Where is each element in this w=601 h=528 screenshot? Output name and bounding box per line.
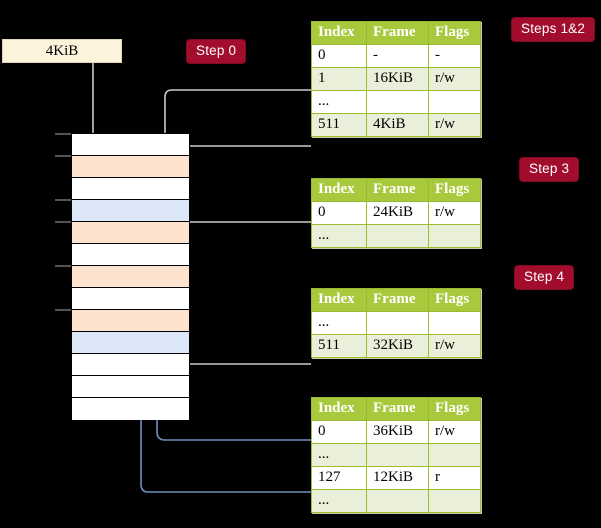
cell-index: 0: [311, 201, 367, 225]
page-table-level1: Index Frame Flags 0 36KiB r/w ... 127 12…: [311, 397, 481, 513]
cell-flags: r/w: [428, 67, 481, 91]
table-row: 127 12KiB r: [311, 466, 481, 490]
memory-row: [72, 222, 189, 244]
cell-frame: 24KiB: [366, 201, 429, 225]
memory-row: [72, 310, 189, 332]
cell-frame: [366, 311, 429, 335]
cell-index: ...: [311, 443, 367, 467]
column-header-index: Index: [311, 288, 367, 312]
badge-steps1-2: Steps 1&2: [512, 18, 595, 41]
cell-flags: r/w: [428, 201, 481, 225]
column-header-flags: Flags: [428, 21, 481, 45]
table-row: ...: [311, 311, 481, 335]
memory-tick: [55, 309, 71, 311]
memory-tick: [55, 221, 71, 223]
memory-row: [72, 398, 189, 420]
table-row: ...: [311, 224, 481, 248]
cell-index: ...: [311, 224, 367, 248]
table-row-highlighted: 511 4KiB r/w: [311, 113, 481, 137]
cell-flags: [428, 224, 481, 248]
page-table-level3: Index Frame Flags 0 24KiB r/w ...: [311, 178, 481, 248]
memory-row: [72, 156, 189, 178]
cell-frame: -: [366, 44, 429, 68]
cell-flags: [428, 311, 481, 335]
table-row: 1 16KiB r/w: [311, 67, 481, 91]
cell-flags: r: [428, 466, 481, 490]
cell-flags: [428, 489, 481, 513]
cell-flags: r/w: [428, 334, 481, 358]
cell-index: 0: [311, 44, 367, 68]
table-row: 0 36KiB r/w: [311, 420, 481, 444]
badge-step0: Step 0: [187, 40, 246, 63]
cell-flags: -: [428, 44, 481, 68]
cell-flags: r/w: [428, 113, 481, 137]
page-table-level4: Index Frame Flags 0 - - 1 16KiB r/w ...: [311, 21, 481, 137]
cell-index: 0: [311, 420, 367, 444]
badge-step3: Step 3: [520, 158, 579, 181]
cell-flags: r/w: [428, 420, 481, 444]
cell-frame: 12KiB: [366, 466, 429, 490]
memory-row: [72, 200, 189, 222]
column-header-index: Index: [311, 178, 367, 202]
table-header-row: Index Frame Flags: [311, 178, 481, 202]
memory-tick: [55, 265, 71, 267]
memory-row: [72, 288, 189, 310]
cell-flags: [428, 443, 481, 467]
cell-frame: [366, 90, 429, 114]
table-header-row: Index Frame Flags: [311, 288, 481, 312]
table-row: ...: [311, 489, 481, 513]
table-header-row: Index Frame Flags: [311, 21, 481, 45]
memory-row: [72, 178, 189, 200]
column-header-frame: Frame: [366, 288, 429, 312]
cell-index: 127: [311, 466, 367, 490]
memory-row: [72, 332, 189, 354]
cell-index: ...: [311, 311, 367, 335]
column-header-index: Index: [311, 21, 367, 45]
memory-row: [72, 244, 189, 266]
memory-row: [72, 354, 189, 376]
cell-index: ...: [311, 489, 367, 513]
column-header-flags: Flags: [428, 178, 481, 202]
memory-tick: [55, 199, 71, 201]
cell-frame: 4KiB: [366, 113, 429, 137]
table-row: 0 - -: [311, 44, 481, 68]
column-header-frame: Frame: [366, 397, 429, 421]
badge-step4: Step 4: [515, 266, 574, 289]
cell-frame: [366, 224, 429, 248]
memory-tick: [55, 155, 71, 157]
table-row: ...: [311, 443, 481, 467]
column-header-flags: Flags: [428, 288, 481, 312]
cell-index: ...: [311, 90, 367, 114]
table-header-row: Index Frame Flags: [311, 397, 481, 421]
cell-frame: [366, 489, 429, 513]
physical-memory-column: [71, 133, 190, 420]
column-header-frame: Frame: [366, 21, 429, 45]
cell-index: 1: [311, 67, 367, 91]
page-table-level2: Index Frame Flags ... 511 32KiB r/w: [311, 288, 481, 358]
column-header-flags: Flags: [428, 397, 481, 421]
column-header-frame: Frame: [366, 178, 429, 202]
memory-row: [72, 376, 189, 398]
cell-flags: [428, 90, 481, 114]
memory-row: [72, 134, 189, 156]
page-box-4kib: 4KiB: [2, 39, 122, 63]
cell-index: 511: [311, 334, 367, 358]
cell-frame: [366, 443, 429, 467]
table-row: ...: [311, 90, 481, 114]
memory-row: [72, 266, 189, 288]
column-header-index: Index: [311, 397, 367, 421]
memory-tick: [55, 133, 71, 135]
table-row: 0 24KiB r/w: [311, 201, 481, 225]
table-row: 511 32KiB r/w: [311, 334, 481, 358]
cell-frame: 16KiB: [366, 67, 429, 91]
cell-index: 511: [311, 113, 367, 137]
cell-frame: 36KiB: [366, 420, 429, 444]
cell-frame: 32KiB: [366, 334, 429, 358]
